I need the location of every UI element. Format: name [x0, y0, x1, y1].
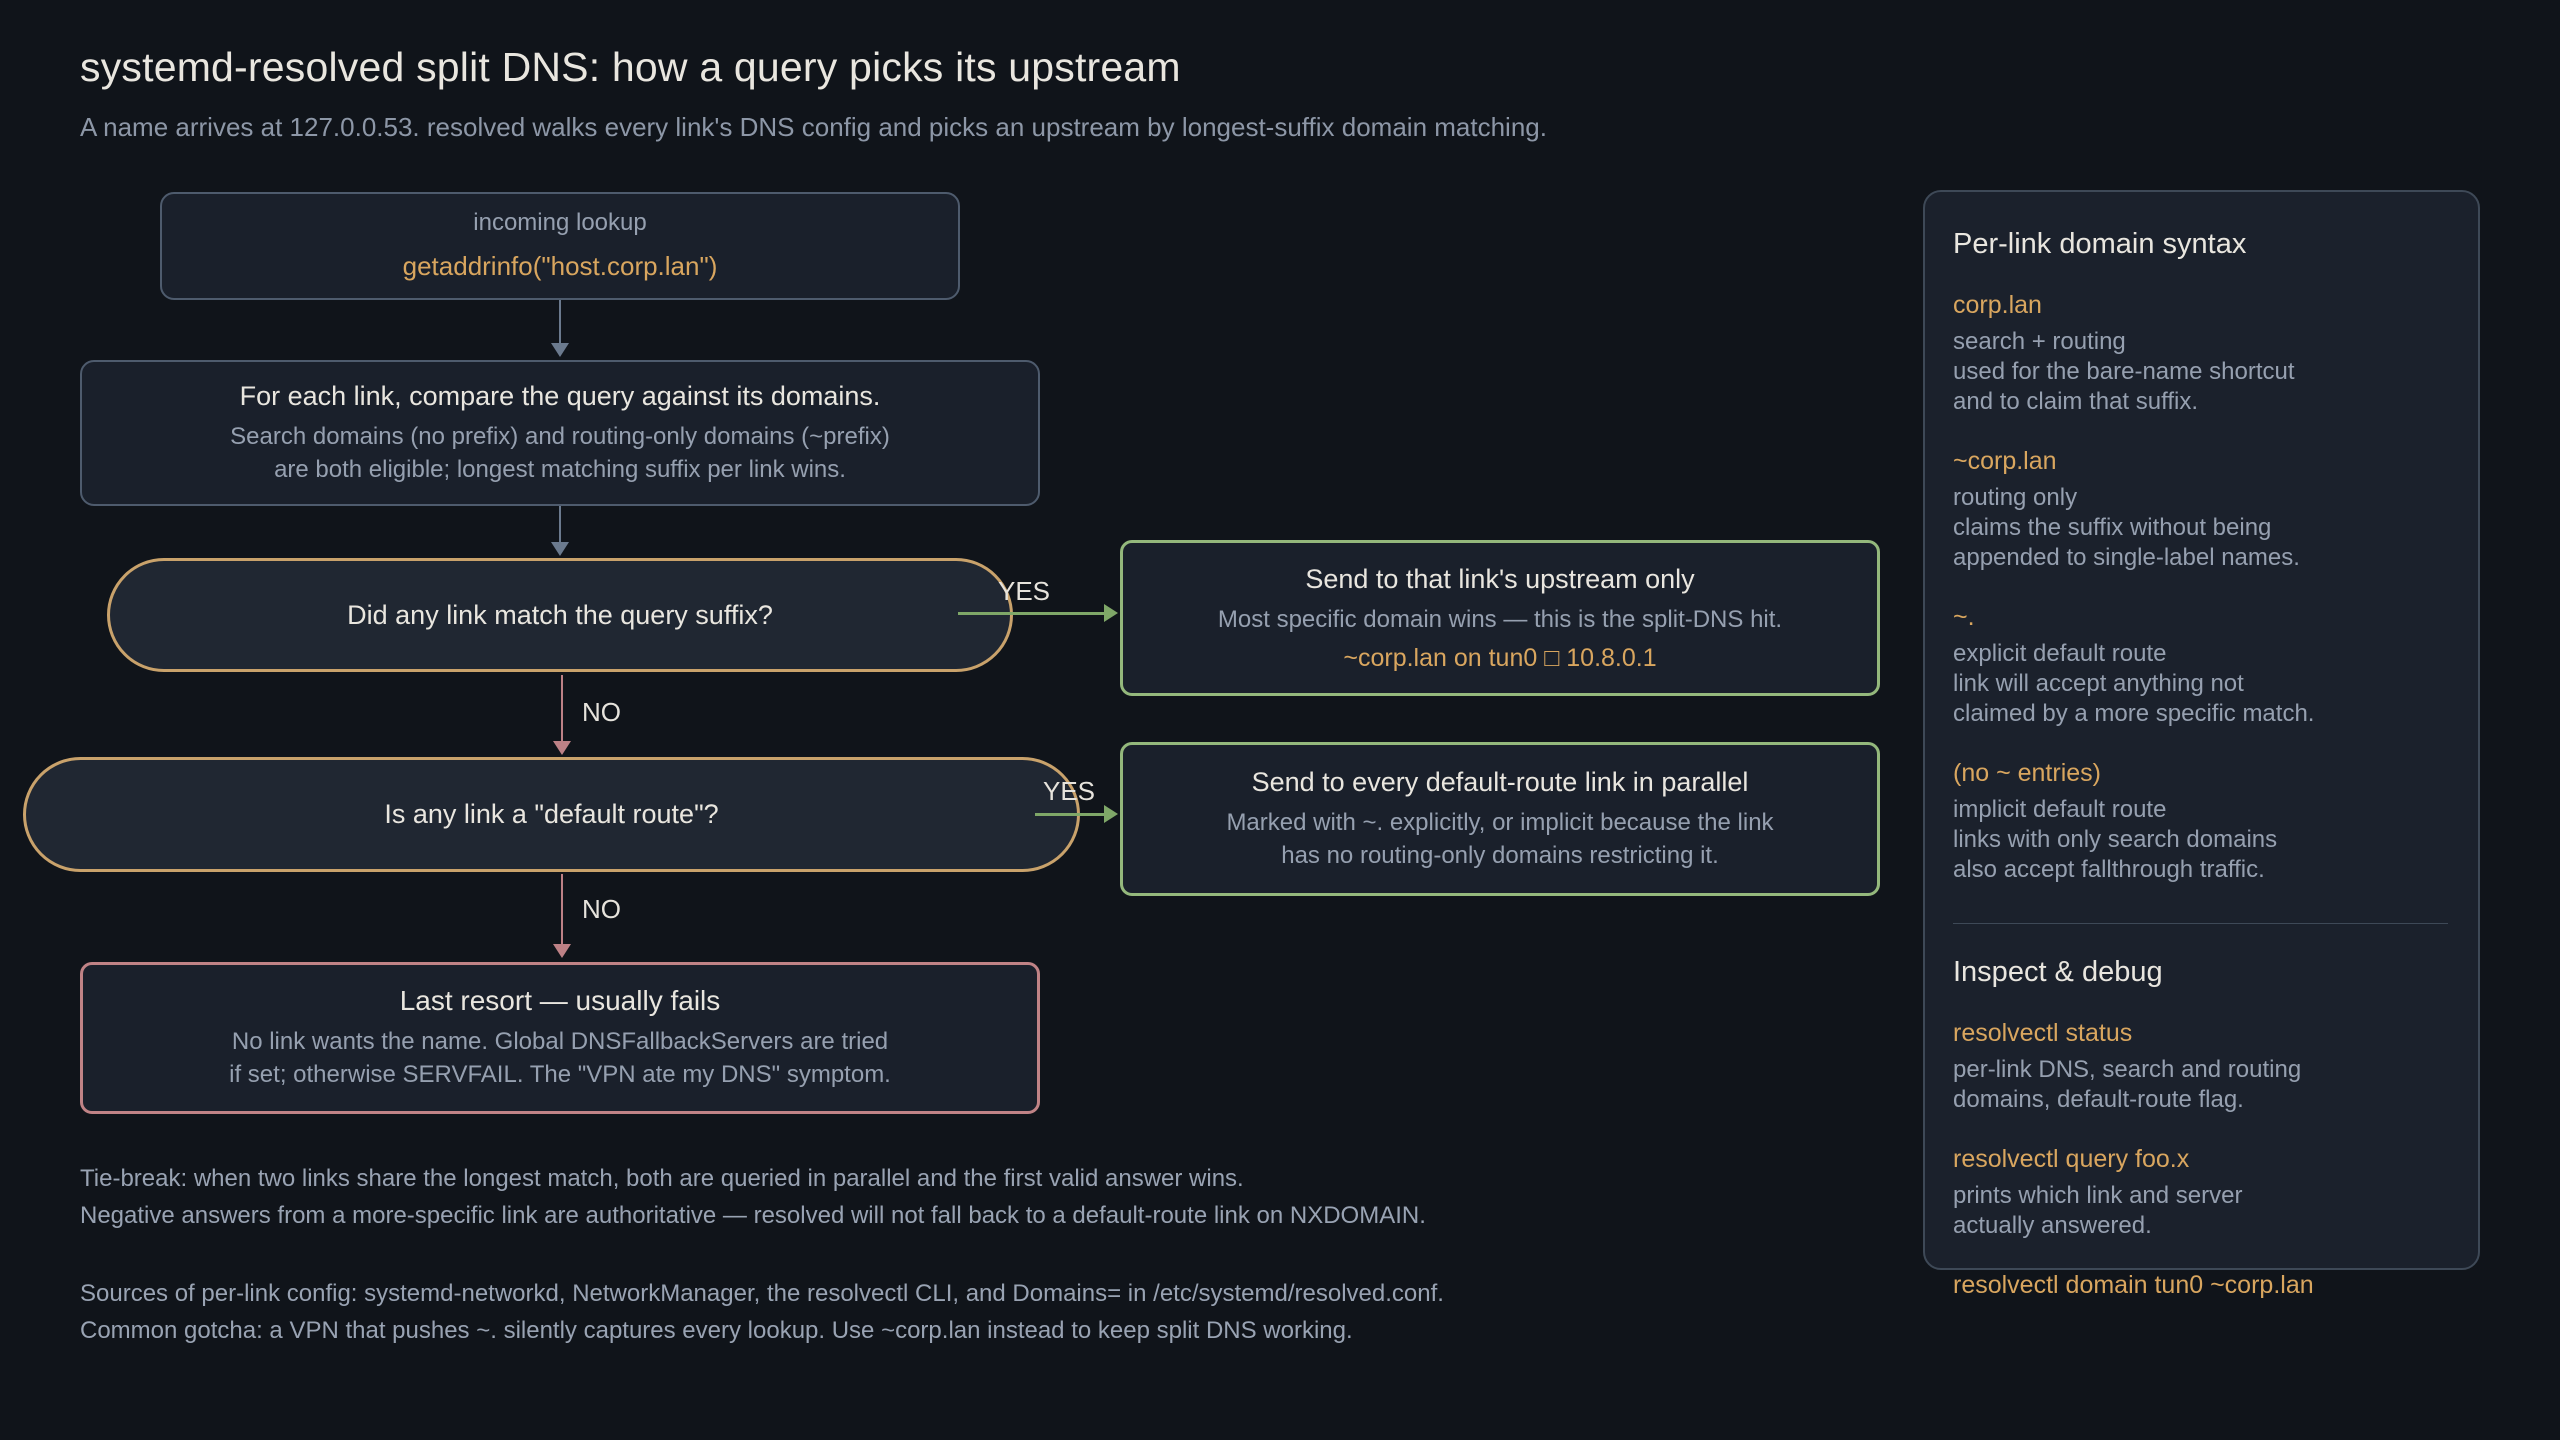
- sidebar-divider: [1953, 923, 2448, 924]
- syntax-desc-line: explicit default route: [1953, 640, 2167, 667]
- node-default-route-fanout: Send to every default-route link in para…: [1120, 742, 1880, 896]
- node-split-dns-hit: Send to that link's upstream only Most s…: [1120, 540, 1880, 696]
- syntax-entry-corp-lan: corp.lan search + routing used for the b…: [1953, 291, 2448, 417]
- page-title: systemd-resolved split DNS: how a query …: [80, 44, 1181, 90]
- syntax-desc-line: search + routing: [1953, 328, 2126, 355]
- syntax-desc-line: claimed by a more specific match.: [1953, 700, 2315, 727]
- syntax-desc-line: links with only search domains: [1953, 826, 2278, 853]
- result-default-title: Send to every default-route link in para…: [1251, 766, 1749, 797]
- syntax-term: ~corp.lan: [1953, 447, 2057, 475]
- last-resort-line1: No link wants the name. Global DNSFallba…: [231, 1028, 889, 1055]
- footnote-line: Negative answers from a more-specific li…: [80, 1202, 1426, 1229]
- last-resort-line2: if set; otherwise SERVFAIL. The "VPN ate…: [229, 1061, 891, 1088]
- arrow-down-icon: [551, 506, 569, 556]
- edge-label-yes: YES: [998, 576, 1051, 606]
- incoming-lookup-label: incoming lookup: [473, 208, 647, 236]
- edge-label-yes: YES: [1043, 776, 1096, 806]
- result-default-line2: has no routing-only domains restricting …: [1281, 841, 1719, 869]
- result-default-line1: Marked with ~. explicitly, or implicit b…: [1226, 808, 1774, 836]
- result-match-title: Send to that link's upstream only: [1305, 563, 1695, 594]
- syntax-entry-implicit-default: (no ~ entries) implicit default route li…: [1953, 759, 2448, 885]
- syntax-term: ~.: [1953, 603, 1975, 631]
- page-subtitle: A name arrives at 127.0.0.53. resolved w…: [80, 112, 1547, 142]
- arrow-down-icon: [551, 300, 569, 357]
- edge-label-no: NO: [582, 894, 621, 924]
- syntax-entry-explicit-default: ~. explicit default route link will acce…: [1953, 603, 2448, 729]
- node-incoming-lookup: incoming lookup getaddrinfo("host.corp.l…: [160, 192, 960, 300]
- debug-entry-domain: resolvectl domain tun0 ~corp.lan: [1953, 1271, 2448, 1300]
- incoming-lookup-code: getaddrinfo("host.corp.lan"): [402, 250, 718, 281]
- syntax-desc-line: also accept fallthrough traffic.: [1953, 856, 2265, 883]
- footnote-line: Tie-break: when two links share the long…: [80, 1165, 1244, 1192]
- debug-desc-line: domains, default-route flag.: [1953, 1086, 2244, 1113]
- sidebar-syntax-title: Per-link domain syntax: [1953, 228, 2247, 260]
- footnote-line: Sources of per-link config: systemd-netw…: [80, 1280, 1444, 1307]
- arrow-right-icon: [1035, 805, 1118, 823]
- arrow-down-icon: [553, 675, 571, 755]
- arrow-down-icon: [553, 874, 571, 958]
- syntax-desc-line: claims the suffix without being: [1953, 514, 2272, 541]
- syntax-desc-line: routing only: [1953, 484, 2078, 511]
- arrow-right-icon: [958, 604, 1118, 622]
- syntax-entry-routing-only: ~corp.lan routing only claims the suffix…: [1953, 447, 2448, 573]
- decision-default-question: Is any link a "default route"?: [384, 799, 719, 829]
- debug-entry-status: resolvectl status per-link DNS, search a…: [1953, 1019, 2448, 1115]
- syntax-term: corp.lan: [1953, 291, 2042, 319]
- decision-match-suffix: Did any link match the query suffix?: [107, 558, 1013, 672]
- result-match-code: ~corp.lan on tun0 □ 10.8.0.1: [1343, 643, 1657, 672]
- syntax-term: (no ~ entries): [1953, 759, 2101, 787]
- debug-desc-line: per-link DNS, search and routing: [1953, 1056, 2302, 1083]
- syntax-desc-line: and to claim that suffix.: [1953, 388, 2199, 415]
- compare-line2: are both eligible; longest matching suff…: [274, 455, 846, 483]
- debug-desc-line: prints which link and server: [1953, 1182, 2243, 1209]
- footnote-line: Common gotcha: a VPN that pushes ~. sile…: [80, 1317, 1353, 1344]
- footnotes: Tie-break: when two links share the long…: [80, 1160, 1444, 1349]
- sidebar-panel: Per-link domain syntax corp.lan search +…: [1923, 190, 2480, 1299]
- syntax-desc-line: used for the bare-name shortcut: [1953, 358, 2295, 385]
- compare-line1: Search domains (no prefix) and routing-o…: [230, 422, 890, 450]
- decision-match-question: Did any link match the query suffix?: [347, 599, 773, 630]
- debug-command: resolvectl status: [1953, 1019, 2133, 1047]
- syntax-desc-line: implicit default route: [1953, 796, 2167, 823]
- sidebar-debug-title: Inspect & debug: [1953, 956, 2163, 988]
- debug-command: resolvectl query foo.x: [1953, 1145, 2190, 1173]
- edge-label-no: NO: [582, 697, 621, 727]
- decision-default-route: Is any link a "default route"?: [23, 757, 1080, 872]
- debug-desc-line: actually answered.: [1953, 1212, 2152, 1239]
- node-last-resort: Last resort — usually fails No link want…: [80, 962, 1040, 1114]
- last-resort-title: Last resort — usually fails: [399, 985, 721, 1016]
- debug-entry-query: resolvectl query foo.x prints which link…: [1953, 1145, 2448, 1241]
- syntax-desc-line: link will accept anything not: [1953, 670, 2244, 697]
- node-compare-domains: For each link, compare the query against…: [80, 360, 1040, 506]
- syntax-desc-line: appended to single-label names.: [1953, 544, 2300, 571]
- result-match-subtitle: Most specific domain wins — this is the …: [1217, 605, 1783, 633]
- compare-title: For each link, compare the query against…: [239, 380, 881, 411]
- debug-command: resolvectl domain tun0 ~corp.lan: [1953, 1271, 2314, 1299]
